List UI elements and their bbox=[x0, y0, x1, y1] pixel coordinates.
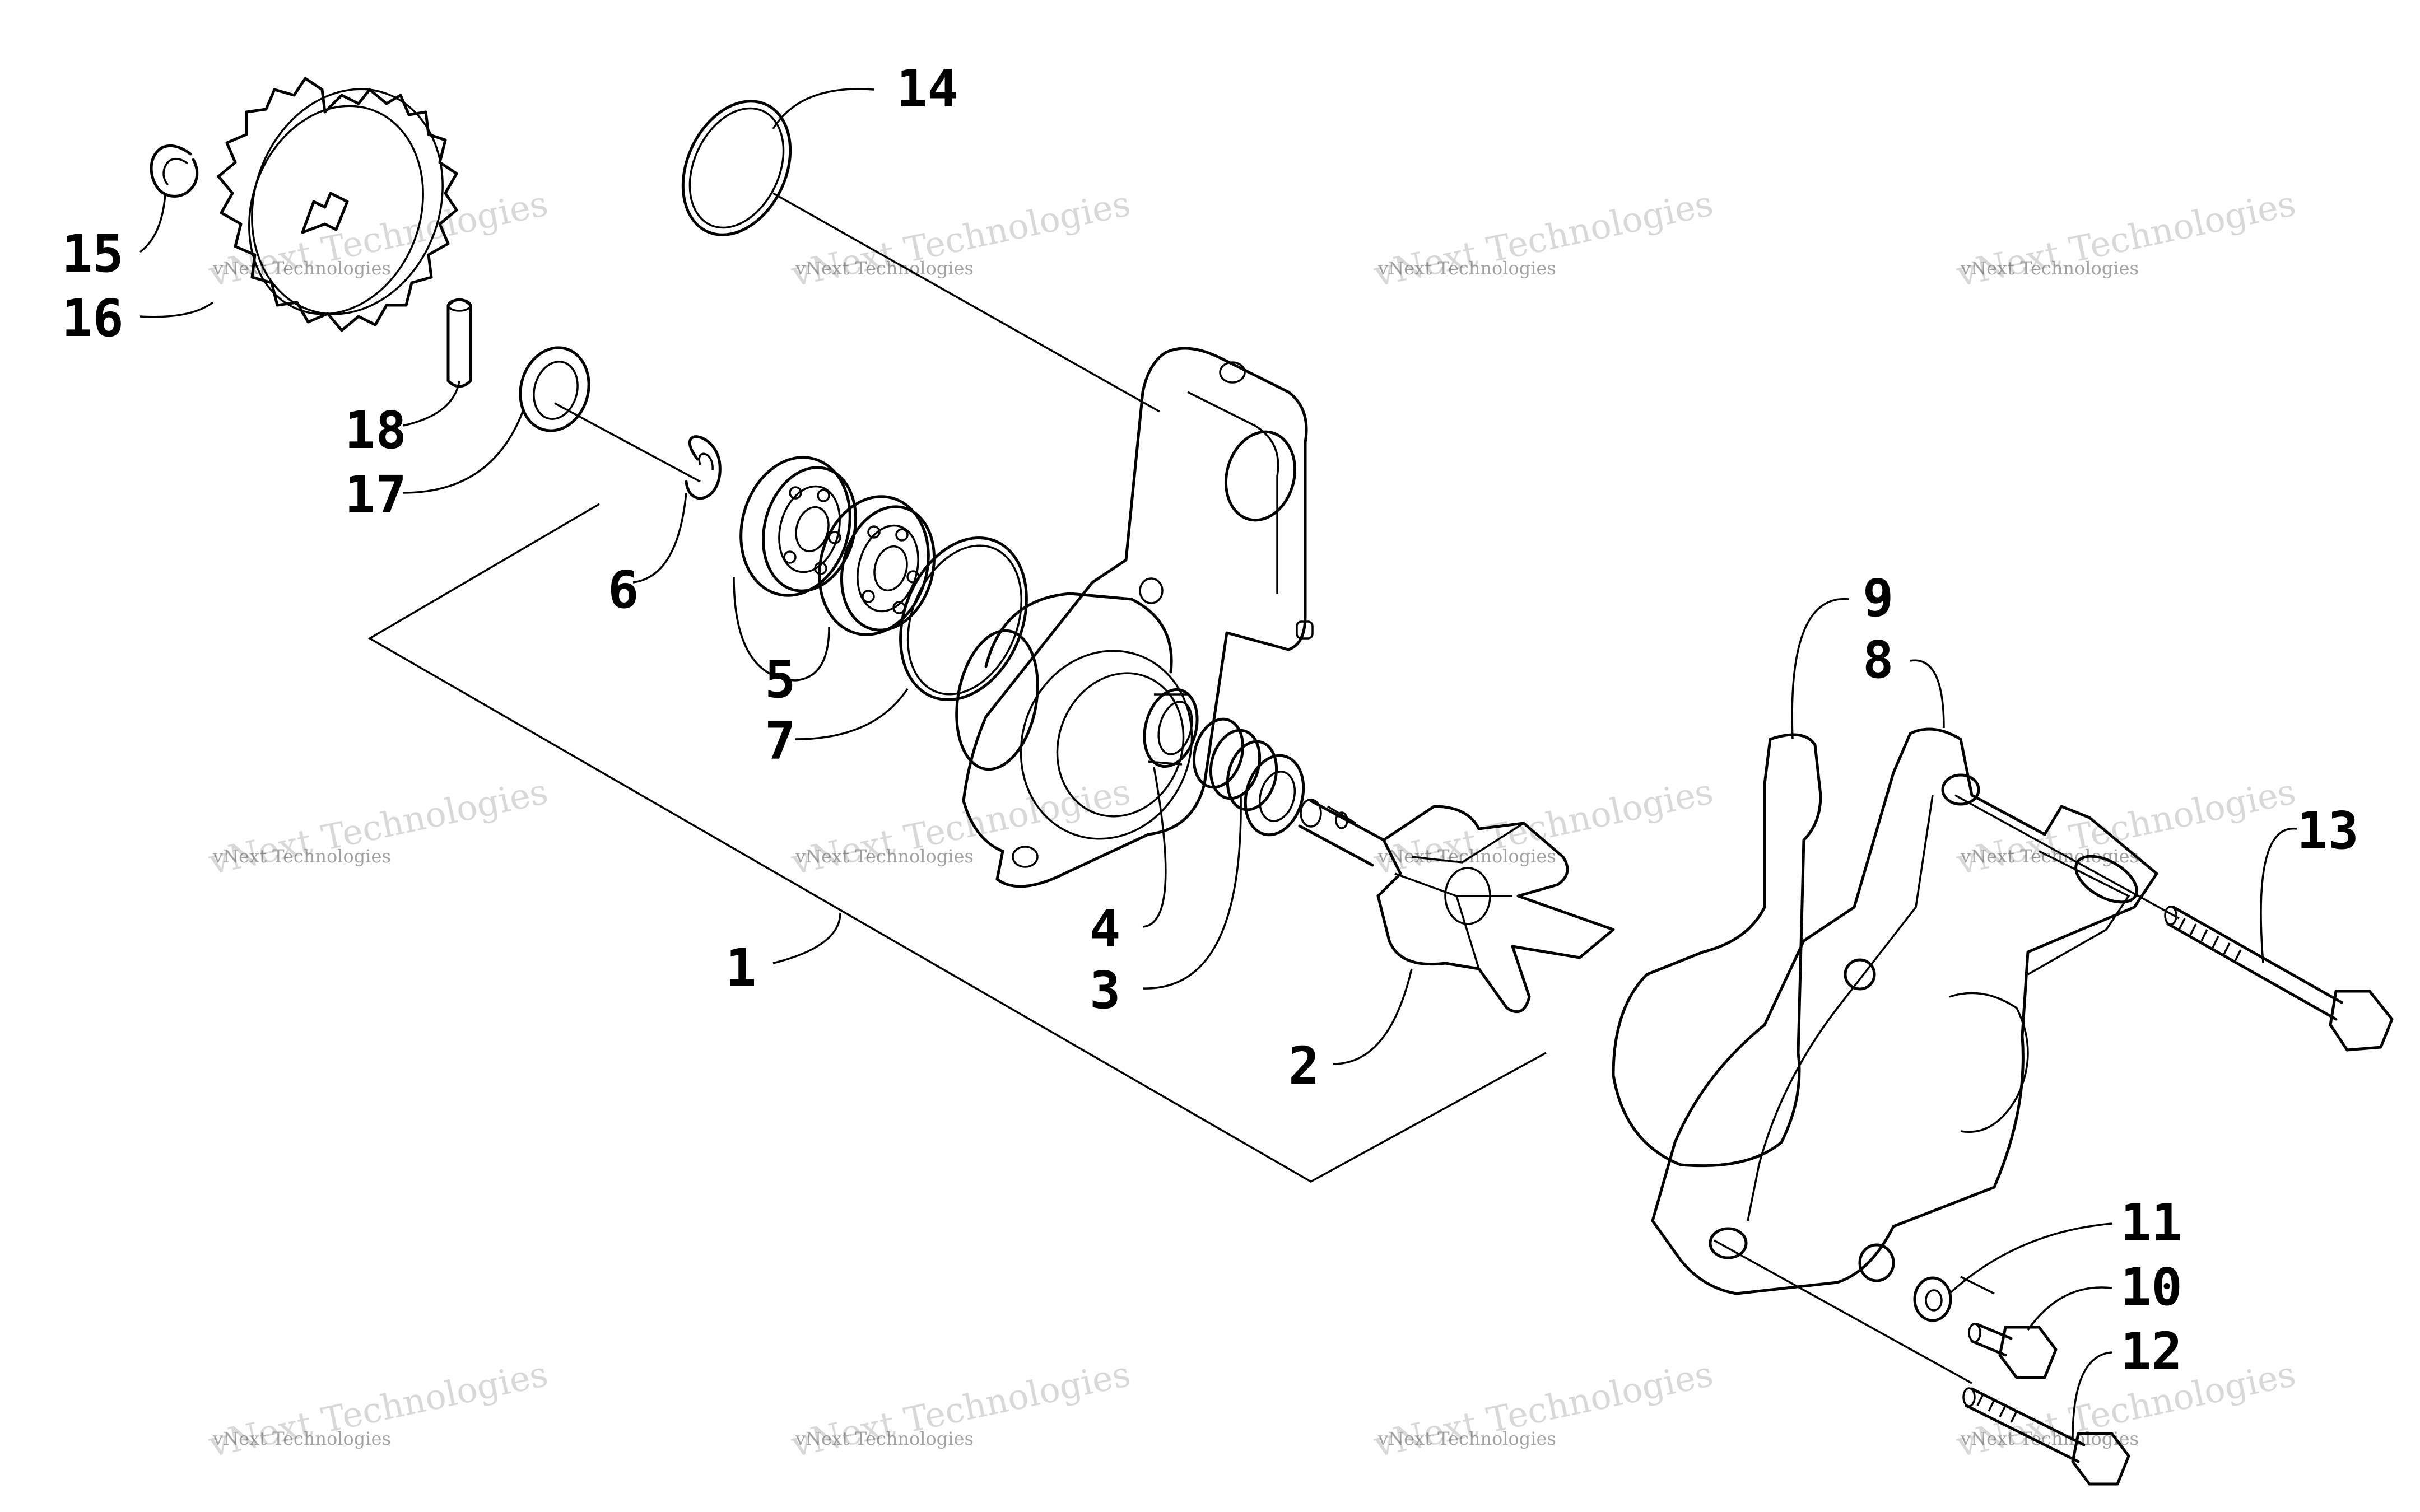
callout-16: 16 bbox=[62, 288, 124, 348]
callout-1: 1 bbox=[725, 938, 756, 998]
callout-6: 6 bbox=[608, 560, 639, 620]
watermark-small: vNext Technologies bbox=[1377, 258, 1556, 279]
watermark-small: vNext Technologies bbox=[1377, 1428, 1556, 1449]
impeller-2 bbox=[1376, 805, 1615, 1014]
watermark-small: vNext Technologies bbox=[795, 846, 974, 867]
watermark-small: vNext Technologies bbox=[1377, 846, 1556, 867]
watermark-small: vNext Technologies bbox=[212, 846, 391, 867]
watermark-small: vNext Technologies bbox=[795, 1428, 974, 1449]
callout-13: 13 bbox=[2297, 801, 2359, 861]
watermark-small: vNext Technologies bbox=[212, 1428, 391, 1449]
pump-housing bbox=[955, 347, 1314, 888]
callout-5: 5 bbox=[765, 650, 795, 710]
drive-gear-16 bbox=[217, 77, 458, 332]
o-ring-7 bbox=[899, 536, 1028, 702]
callout-10: 10 bbox=[2120, 1257, 2182, 1317]
snap-ring-15-inner bbox=[162, 157, 189, 186]
pump-cover-8 bbox=[1651, 727, 2158, 1295]
bolt-13 bbox=[2164, 906, 2394, 1052]
snap-ring-6 bbox=[685, 435, 722, 500]
oil-seal-4 bbox=[1143, 688, 1199, 768]
callout-9: 9 bbox=[1863, 568, 1893, 628]
callout-18: 18 bbox=[345, 400, 407, 460]
assembly-bracket bbox=[367, 503, 1547, 1183]
axis-lines bbox=[554, 192, 2180, 1384]
callout-12: 12 bbox=[2120, 1322, 2182, 1382]
callout-7: 7 bbox=[765, 711, 795, 771]
mechanical-seal-3 bbox=[1192, 717, 1305, 837]
snap-ring-15 bbox=[150, 144, 199, 198]
bearing-5a bbox=[739, 456, 858, 597]
washer-17 bbox=[519, 346, 590, 432]
watermark-small: vNext Technologies bbox=[795, 258, 974, 279]
pin-18 bbox=[446, 298, 472, 388]
callout-4: 4 bbox=[1090, 899, 1120, 959]
bolt-10 bbox=[1968, 1323, 2058, 1379]
watermark-small: vNext Technologies bbox=[1960, 258, 2139, 279]
callout-14: 14 bbox=[896, 59, 958, 119]
callout-17: 17 bbox=[345, 465, 407, 525]
bearing-5b bbox=[818, 495, 936, 636]
watermark-small: vNext Technologies bbox=[212, 258, 391, 279]
leader-lines bbox=[139, 88, 2297, 1440]
bolt-12 bbox=[1962, 1387, 2130, 1486]
callout-15: 15 bbox=[62, 224, 124, 284]
callout-2: 2 bbox=[1288, 1036, 1319, 1096]
snap-ring-6-inner bbox=[698, 452, 714, 471]
callout-11: 11 bbox=[2120, 1193, 2182, 1253]
gasket-9 bbox=[1612, 733, 1822, 1168]
callout-labels: 14 15 16 18 17 6 5 7 4 3 2 1 9 8 13 11 1… bbox=[62, 59, 2359, 1382]
washer-11 bbox=[1913, 1276, 1952, 1322]
pump-shaft bbox=[1298, 799, 1385, 867]
o-ring-14 bbox=[681, 100, 792, 236]
callout-8: 8 bbox=[1863, 630, 1893, 690]
callout-3: 3 bbox=[1090, 960, 1120, 1020]
